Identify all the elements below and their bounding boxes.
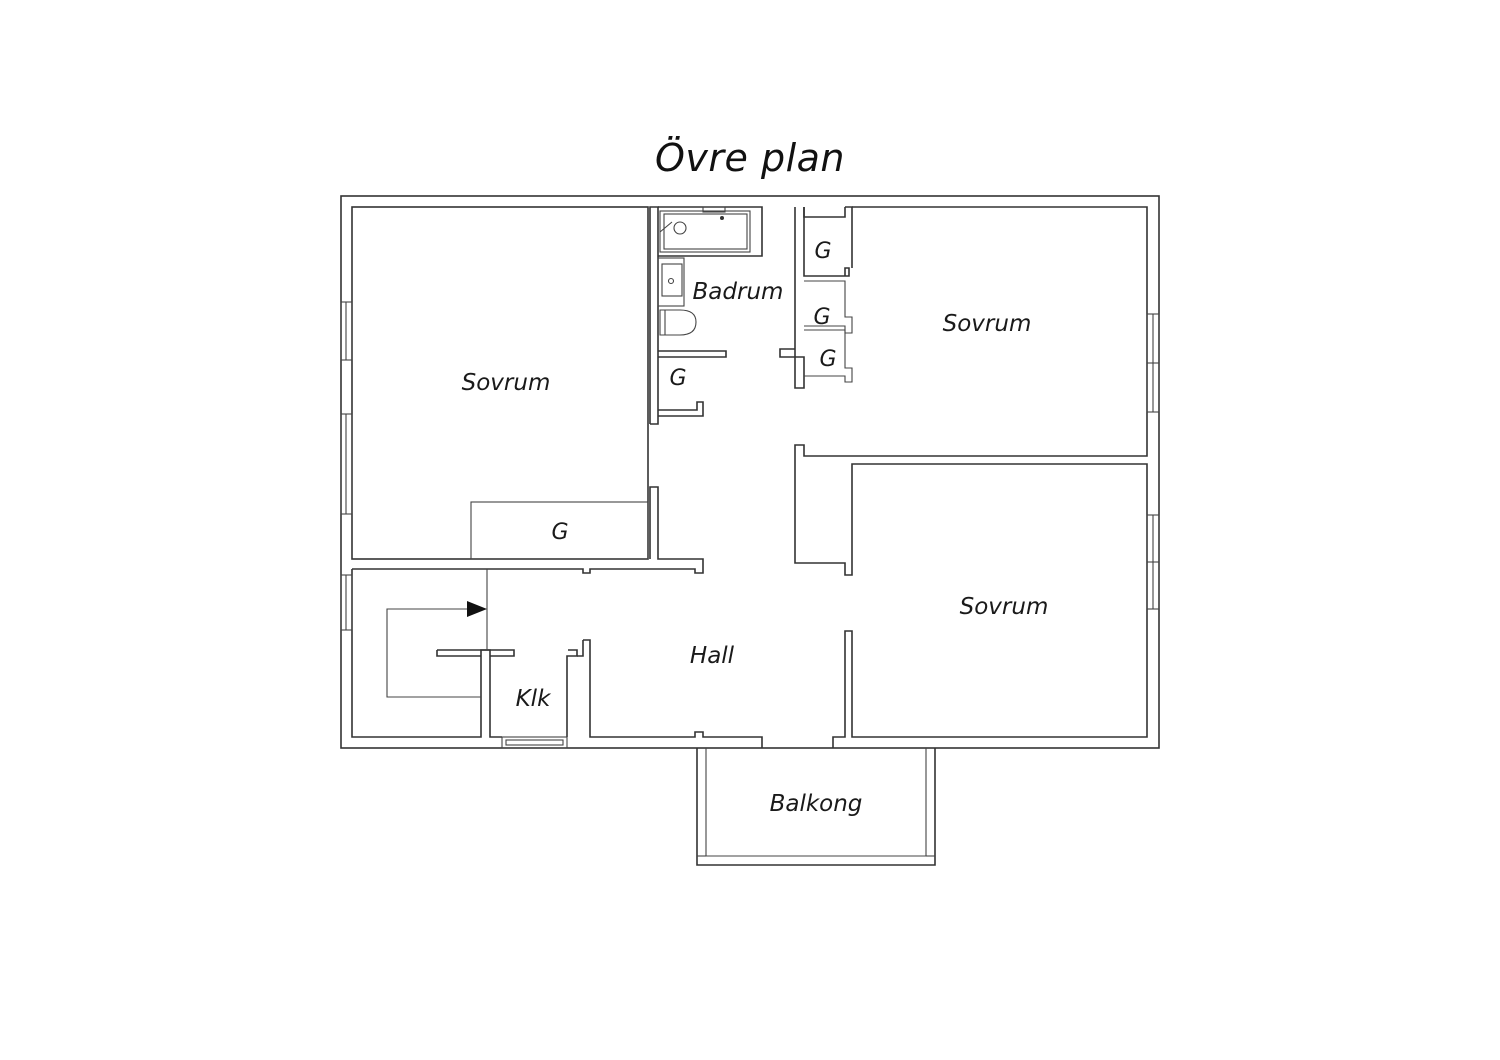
bathtub-icon: [659, 206, 751, 253]
interior-walls: [351, 206, 1148, 748]
balcony: [696, 748, 936, 866]
label-sovrum-bottom-right: Sovrum: [960, 594, 1049, 620]
label-closet-top-2: G: [813, 305, 830, 330]
staircase: [386, 569, 488, 698]
label-closet-top-1: G: [814, 239, 831, 264]
label-closet-badrum: G: [669, 366, 686, 391]
label-closet-top-3: G: [819, 347, 836, 372]
label-balkong: Balkong: [770, 791, 863, 817]
window-icon: [501, 736, 568, 749]
windows-left: [340, 301, 353, 631]
plan-title: Övre plan: [654, 136, 846, 180]
toilet-icon: [659, 309, 697, 336]
label-sovrum-top-right: Sovrum: [943, 311, 1032, 337]
stair-arrow-icon: [467, 601, 487, 617]
label-closet-sovrum: G: [551, 520, 568, 545]
label-badrum: Badrum: [693, 279, 784, 305]
closet-sovrum: [470, 501, 649, 560]
label-hall: Hall: [690, 643, 735, 669]
windows-right: [1146, 313, 1160, 610]
label-sovrum-left: Sovrum: [462, 370, 551, 396]
sink-icon: [657, 257, 685, 307]
label-klk: Klk: [516, 686, 552, 712]
